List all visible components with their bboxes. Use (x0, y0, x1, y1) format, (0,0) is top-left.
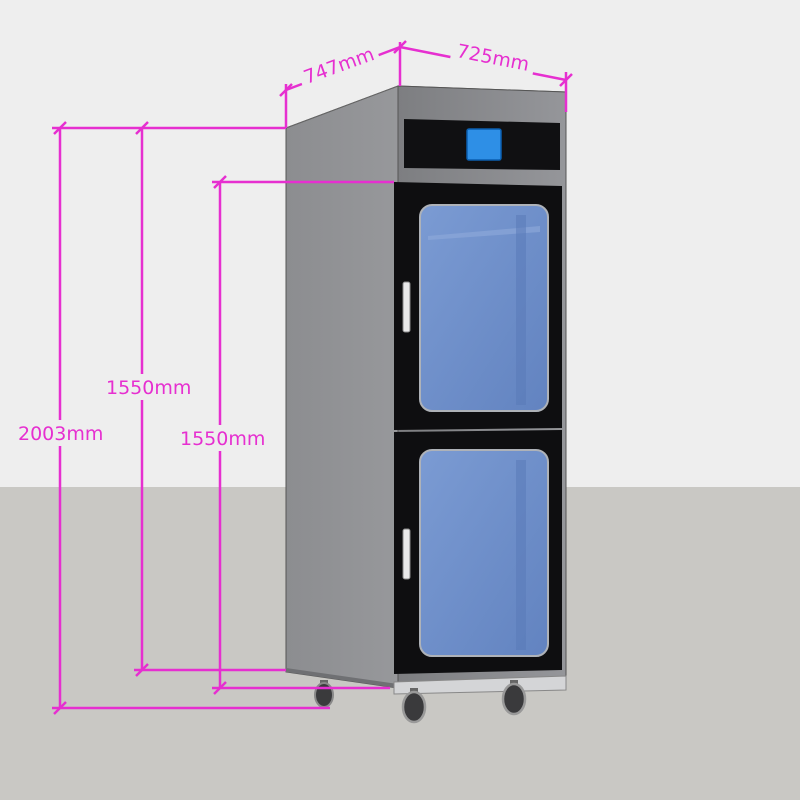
lower-door (394, 430, 562, 674)
body-height-label-inner: 1550mm (180, 428, 265, 450)
total-height-label: 2003mm (18, 423, 103, 445)
cabinet-side-panel (285, 85, 399, 689)
lower-door-glass (419, 449, 549, 657)
control-screen-icon (466, 128, 502, 161)
body-height-label-outer: 1550mm (106, 377, 191, 399)
caster-wheel-icon (401, 688, 427, 724)
caster-wheel-icon (501, 680, 527, 716)
upper-door (394, 182, 562, 430)
upper-door-handle (402, 281, 411, 333)
lower-door-handle (402, 528, 411, 580)
